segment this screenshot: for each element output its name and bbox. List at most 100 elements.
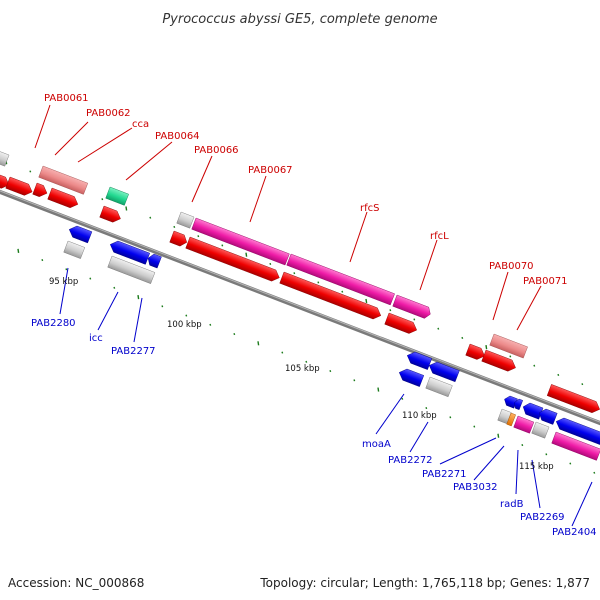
leader-line <box>34 104 51 149</box>
gene-label[interactable]: PAB3032 <box>453 482 498 493</box>
gene-label[interactable]: PAB0066 <box>194 145 239 156</box>
gene-label[interactable]: icc <box>89 333 103 344</box>
gene-label[interactable]: PAB2404 <box>552 527 597 538</box>
gene-box[interactable] <box>425 376 453 398</box>
chromosome-backbone <box>0 189 600 426</box>
gene-label[interactable]: PAB0061 <box>44 93 89 104</box>
gene-label[interactable]: PAB2269 <box>520 512 565 523</box>
gene-box[interactable] <box>38 165 89 195</box>
gene-arrow[interactable] <box>397 367 425 387</box>
gene-box[interactable] <box>531 421 550 439</box>
leader-line <box>59 267 69 315</box>
gene-arrow[interactable] <box>554 416 600 446</box>
gene-arrow[interactable] <box>537 407 558 425</box>
gene-arrow[interactable] <box>405 350 433 370</box>
leader-line <box>54 121 89 156</box>
gene-arrow[interactable] <box>169 230 189 248</box>
gene-box[interactable] <box>176 211 195 229</box>
gene-label[interactable]: PAB0064 <box>155 131 200 142</box>
gene-box[interactable] <box>105 186 129 206</box>
tick-mark <box>257 341 260 346</box>
gene-label[interactable]: PAB0071 <box>523 276 568 287</box>
gene-arrow[interactable] <box>546 384 600 415</box>
gene-label[interactable]: cca <box>132 119 149 130</box>
gene-label[interactable]: PAB0062 <box>86 108 131 119</box>
gene-arrow[interactable] <box>392 294 433 320</box>
gene-label[interactable]: moaA <box>362 439 391 450</box>
gene-label[interactable]: PAB2280 <box>31 318 76 329</box>
tick-mark <box>173 225 176 229</box>
gene-arrow[interactable] <box>99 205 123 224</box>
tick-mark <box>41 259 44 262</box>
gene-box[interactable] <box>191 217 290 266</box>
gene-box[interactable] <box>0 149 10 167</box>
tick-mark <box>89 277 92 280</box>
tick-mark <box>389 309 392 312</box>
leader-line <box>516 285 542 331</box>
tick-mark <box>545 453 548 456</box>
gene-label[interactable]: PAB0067 <box>248 165 293 176</box>
gene-arrow[interactable] <box>465 343 487 362</box>
gene-label[interactable]: PAB2272 <box>388 455 433 466</box>
tick-mark <box>65 268 68 271</box>
gene-label[interactable]: radB <box>500 499 524 510</box>
gene-arrow[interactable] <box>108 239 151 265</box>
tick-mark <box>377 387 380 392</box>
tick-mark <box>161 305 164 308</box>
gene-box[interactable] <box>506 412 516 427</box>
gene-label[interactable]: PAB2271 <box>422 469 467 480</box>
gene-arrow[interactable] <box>481 349 518 373</box>
leader-line <box>531 459 541 509</box>
tick-mark <box>101 198 104 201</box>
gene-arrow[interactable] <box>521 401 544 420</box>
tick-mark <box>329 370 332 373</box>
position-ticks <box>5 160 596 474</box>
tick-mark <box>581 383 584 386</box>
gene-arrow[interactable] <box>279 271 383 321</box>
gene-arrow[interactable] <box>5 176 35 198</box>
gene-arrow[interactable] <box>47 187 80 210</box>
gene-arrow[interactable] <box>185 236 282 283</box>
gene-arrow[interactable] <box>513 398 523 411</box>
gene-arrow[interactable] <box>146 253 162 269</box>
gene-arrow[interactable] <box>384 312 419 336</box>
gene-label[interactable]: PAB0070 <box>489 261 534 272</box>
leader-line <box>515 449 519 495</box>
leader-line <box>125 141 173 181</box>
tick-mark <box>137 294 140 300</box>
tick-mark <box>521 443 524 447</box>
tick-mark <box>473 425 476 428</box>
gene-box[interactable] <box>513 415 535 434</box>
gene-label[interactable]: rfcL <box>430 231 449 242</box>
tick-mark <box>353 379 356 382</box>
gene-label[interactable]: rfcS <box>360 203 379 214</box>
leader-line <box>439 437 497 465</box>
gene-arrow[interactable] <box>32 182 49 199</box>
gene-box[interactable] <box>551 431 600 461</box>
scale-labels: 95 kbp 100 kbp 105 kbp 110 kbp 115 kbp <box>49 277 554 472</box>
tick-mark <box>509 355 512 358</box>
tick-mark <box>569 462 572 465</box>
leader-line <box>492 271 509 321</box>
tick-mark <box>449 416 452 419</box>
scale-label: 105 kbp <box>285 364 320 374</box>
gene-box[interactable] <box>489 333 528 359</box>
scale-label: 115 kbp <box>519 462 554 472</box>
tick-mark <box>401 397 404 400</box>
gene-box[interactable] <box>107 255 156 284</box>
gene-box[interactable] <box>63 240 86 259</box>
tick-mark <box>533 364 536 367</box>
tick-mark <box>365 298 368 304</box>
gene-arrow[interactable] <box>67 224 93 244</box>
tick-mark <box>557 373 560 376</box>
gene-arrow[interactable] <box>0 171 11 190</box>
tick-mark <box>425 406 428 410</box>
tick-mark <box>221 244 224 247</box>
gene-arrow[interactable] <box>427 360 460 383</box>
gene-label[interactable]: PAB2277 <box>111 346 156 357</box>
gene-box[interactable] <box>286 253 395 306</box>
tick-mark <box>305 360 308 363</box>
tick-mark <box>497 433 500 438</box>
chromosome-backbone-highlight <box>0 190 600 423</box>
